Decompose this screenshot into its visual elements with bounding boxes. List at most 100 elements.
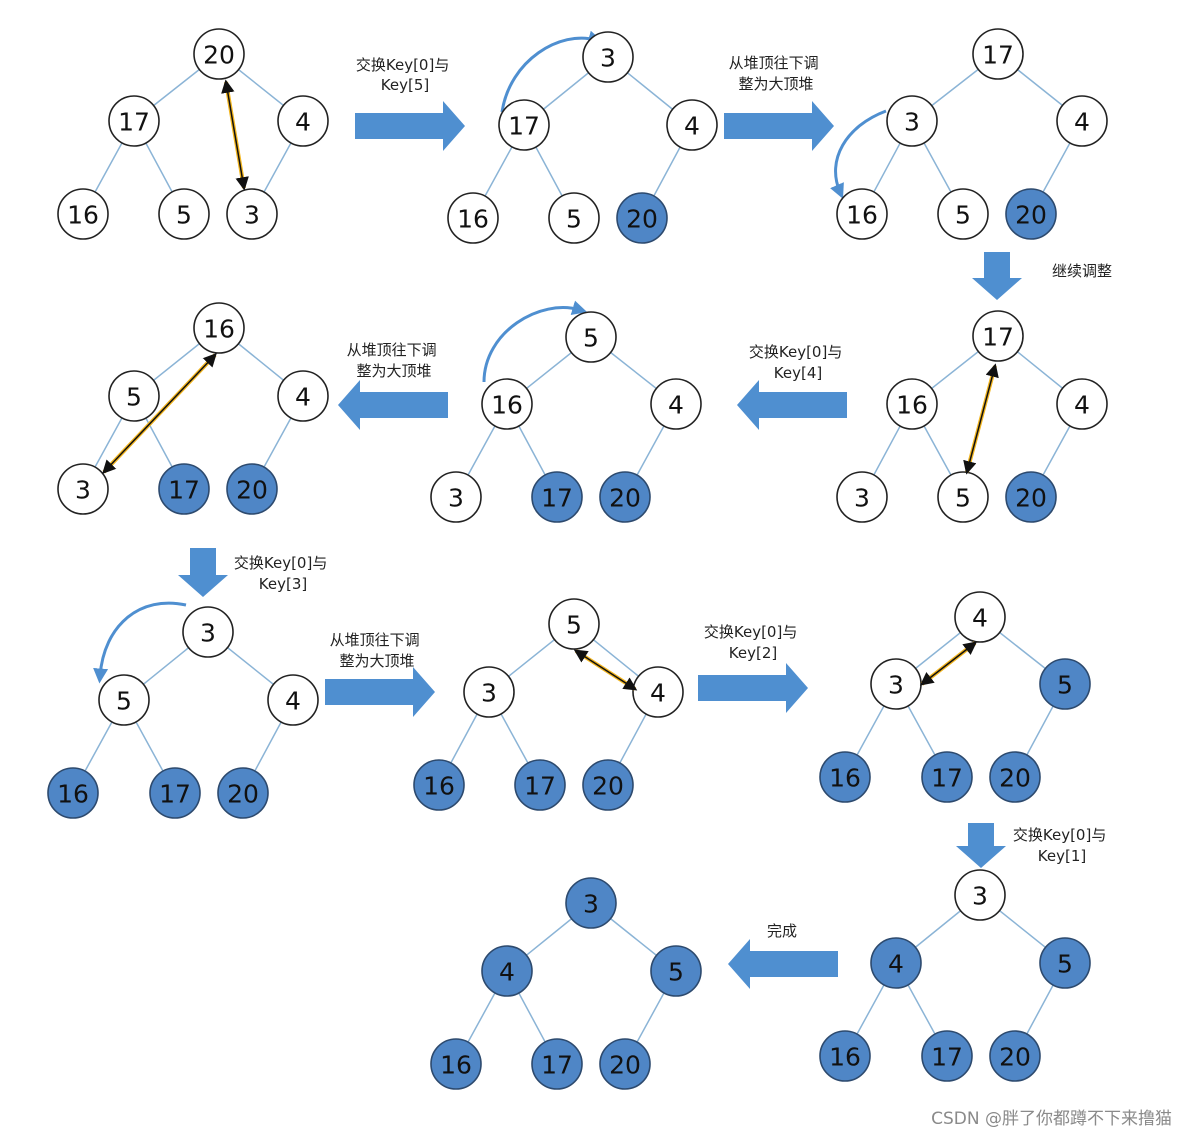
node-key: 20: [999, 764, 1031, 793]
step-arrow-10: [728, 939, 838, 989]
node-key: 16: [440, 1051, 472, 1080]
swap-line: [963, 363, 999, 475]
sorted-node-circle: [565, 877, 617, 929]
curved-arrow-swap-root-2: [482, 300, 588, 383]
node-key: 16: [423, 772, 455, 801]
sorted-node-circle: [1039, 937, 1091, 989]
sorted-node-circle: [531, 471, 583, 523]
heap-node: 5: [937, 188, 989, 240]
heap-node: 20: [599, 1038, 651, 1090]
heap-node: 5: [650, 945, 702, 997]
node-key: 3: [600, 44, 616, 73]
node-key: 4: [888, 950, 904, 979]
sorted-node-circle: [430, 1038, 482, 1090]
node-key: 16: [829, 764, 861, 793]
sorted-node-circle: [226, 463, 278, 515]
node-key: 5: [566, 205, 582, 234]
node-key: 3: [481, 679, 497, 708]
caption-swap-key0-key1: 交换Key[0]与 Key[1]: [1013, 826, 1111, 865]
heap-node: 17: [921, 1030, 973, 1082]
heap-node: 17: [149, 767, 201, 819]
node-key: 5: [176, 201, 192, 230]
heap-node: 3: [226, 188, 278, 240]
node-key: 16: [67, 201, 99, 230]
heap-node: 5: [548, 192, 600, 244]
step-arrow-7: [325, 667, 435, 717]
node-key: 3: [200, 619, 216, 648]
node-key: 3: [854, 484, 870, 513]
node-circle: [972, 310, 1024, 362]
node-circle: [954, 869, 1006, 921]
heap-node: 17: [921, 751, 973, 803]
sorted-node-circle: [481, 945, 533, 997]
sorted-node-circle: [1005, 188, 1057, 240]
node-key: 5: [566, 611, 582, 640]
node-circle: [632, 666, 684, 718]
node-key: 3: [75, 476, 91, 505]
node-circle: [498, 99, 550, 151]
step-arrow-4: [737, 380, 847, 430]
heap-node: 5: [158, 188, 210, 240]
heap-node: 4: [650, 378, 702, 430]
swap-line: [919, 641, 978, 686]
node-key: 16: [203, 315, 235, 344]
heap-node: 16: [481, 378, 533, 430]
node-key: 4: [499, 958, 515, 987]
node-circle: [666, 99, 718, 151]
node-circle: [193, 28, 245, 80]
node-circle: [108, 95, 160, 147]
step-arrow-6: [178, 548, 228, 597]
heap-node: 20: [193, 28, 245, 80]
heap-node: 3: [463, 666, 515, 718]
node-key: 17: [524, 772, 556, 801]
heap-node: 16: [886, 378, 938, 430]
heap-node: 20: [226, 463, 278, 515]
heap-node: 16: [47, 767, 99, 819]
heap-node: 3: [870, 658, 922, 710]
node-key: 17: [541, 484, 573, 513]
sorted-node-circle: [47, 767, 99, 819]
curved-arrow-swap-root: [500, 30, 604, 113]
heap-node: 20: [989, 1030, 1041, 1082]
node-key: 4: [1074, 391, 1090, 420]
heap-node: 3: [182, 606, 234, 658]
heap-tree-t8: 5 3 4 16 17 20: [413, 598, 684, 811]
heap-node: 5: [565, 311, 617, 363]
node-circle: [277, 95, 329, 147]
node-key: 5: [955, 484, 971, 513]
node-key: 20: [203, 41, 235, 70]
step-arrow-1: [355, 101, 465, 151]
node-key: 4: [668, 391, 684, 420]
captions: 交换Key[0]与 Key[5] 从堆顶往下调 整为大顶堆 继续调整 交换Key…: [234, 54, 1112, 940]
node-key: 20: [592, 772, 624, 801]
heap-node: 4: [632, 666, 684, 718]
node-key: 17: [541, 1051, 573, 1080]
node-circle: [548, 598, 600, 650]
node-key: 17: [159, 780, 191, 809]
caption-done: 完成: [767, 922, 797, 940]
node-key: 20: [1015, 201, 1047, 230]
heap-node: 20: [599, 471, 651, 523]
node-circle: [463, 666, 515, 718]
heap-node: 4: [954, 591, 1006, 643]
sorted-node-circle: [650, 945, 702, 997]
swap-line: [221, 79, 249, 191]
node-key: 20: [236, 476, 268, 505]
node-circle: [267, 674, 319, 726]
node-key: 17: [168, 476, 200, 505]
node-key: 3: [972, 882, 988, 911]
caption-heapify-2: 从堆顶往下调 整为大顶堆: [347, 341, 442, 380]
node-key: 5: [583, 324, 599, 353]
heap-node: 4: [870, 937, 922, 989]
node-circle: [886, 95, 938, 147]
node-key: 20: [227, 780, 259, 809]
step-arrow-5: [338, 380, 448, 430]
heap-node: 17: [158, 463, 210, 515]
node-key: 17: [508, 112, 540, 141]
node-key: 4: [972, 604, 988, 633]
